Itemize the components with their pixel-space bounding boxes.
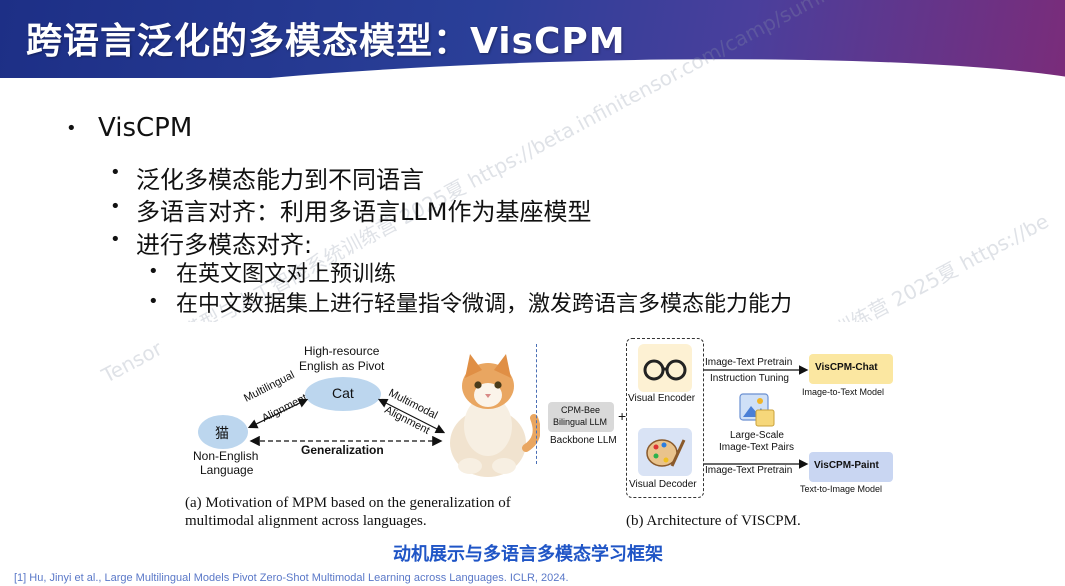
panel-divider: [536, 344, 537, 464]
cat-node: [305, 377, 381, 411]
pairs-label: Large-Scale: [730, 430, 784, 441]
visual-encoder-label: Visual Encoder: [628, 393, 696, 404]
slide-title: 跨语言泛化的多模态模型：VisCPM: [26, 21, 626, 62]
figure: High-resource English as Pivot Cat 猫 Non…: [160, 322, 930, 534]
figure-caption: 动机展示与多语言多模态学习框架: [393, 544, 663, 565]
image-pairs-icon: [739, 393, 775, 427]
bullet-dot: •: [110, 162, 121, 183]
bullet-dot: •: [66, 118, 77, 139]
footnote: [1] Hu, Jinyi et al., Large Multilingual…: [14, 572, 569, 584]
top-arrow-label: Image-Text Pretrain: [705, 357, 793, 368]
bullet-level2: 多语言对齐：利用多语言LLM作为基座模型: [136, 198, 592, 226]
bullet-level3: 在英文图文对上预训练: [176, 262, 397, 287]
cn-node: [198, 415, 248, 449]
cn-caption: Non-English: [193, 449, 259, 463]
architecture-arrows: [704, 365, 809, 469]
encoder-icon-box: [638, 344, 692, 392]
paint-model-desc: Text-to-Image Model: [800, 484, 883, 494]
multimodal-edge: [377, 398, 446, 434]
caption-a: multimodal alignment across languages.: [185, 513, 427, 529]
cat-node-label: Cat: [332, 385, 354, 401]
bullet-level1: VisCPM: [98, 113, 193, 143]
bullet-dot: •: [148, 261, 159, 282]
cat-image: [450, 354, 540, 477]
visual-modules-box: [626, 338, 704, 498]
multilingual-edge: [247, 398, 309, 429]
visual-decoder-label: Visual Decoder: [629, 479, 697, 490]
backbone-label: Backbone LLM: [550, 435, 617, 446]
palette-icon: [646, 439, 686, 467]
bullet-level2: 进行多模态对齐:: [136, 231, 313, 259]
cn-caption: Language: [200, 463, 254, 477]
top-arrow-label: Instruction Tuning: [710, 373, 789, 384]
backbone-name: Bilingual LLM: [553, 417, 608, 427]
bullet-dot: •: [110, 196, 121, 217]
pivot-label: High-resource: [304, 344, 380, 358]
chat-model-desc: Image-to-Text Model: [802, 387, 885, 397]
caption-b: (b) Architecture of VISCPM.: [626, 513, 801, 529]
bullet-dot: •: [148, 291, 159, 312]
decoder-icon-box: [638, 428, 692, 476]
paint-model-name: VisCPM-Paint: [814, 460, 879, 471]
bullet-level2: 泛化多模态能力到不同语言: [136, 166, 424, 194]
generalization-label: Generalization: [301, 443, 384, 457]
bullet-dot: •: [110, 229, 121, 250]
backbone-box: [548, 402, 614, 432]
backbone-name: CPM-Bee: [561, 405, 601, 415]
chat-model-name: VisCPM-Chat: [815, 362, 878, 373]
motivation-diagram: [198, 377, 446, 449]
paint-model-box: [809, 452, 893, 482]
pairs-label: Image-Text Pairs: [719, 442, 795, 453]
plus-sign: +: [618, 408, 627, 424]
bottom-arrow-label: Image-Text Pretrain: [705, 465, 793, 476]
chat-model-box: [809, 354, 893, 384]
caption-a: (a) Motivation of MPM based on the gener…: [185, 495, 511, 511]
bullet-level3: 在中文数据集上进行轻量指令微调，激发跨语言多模态能力能力: [176, 292, 793, 317]
cn-node-label: 猫: [215, 425, 229, 441]
pivot-label: English as Pivot: [299, 359, 385, 373]
glasses-icon: [643, 359, 687, 381]
